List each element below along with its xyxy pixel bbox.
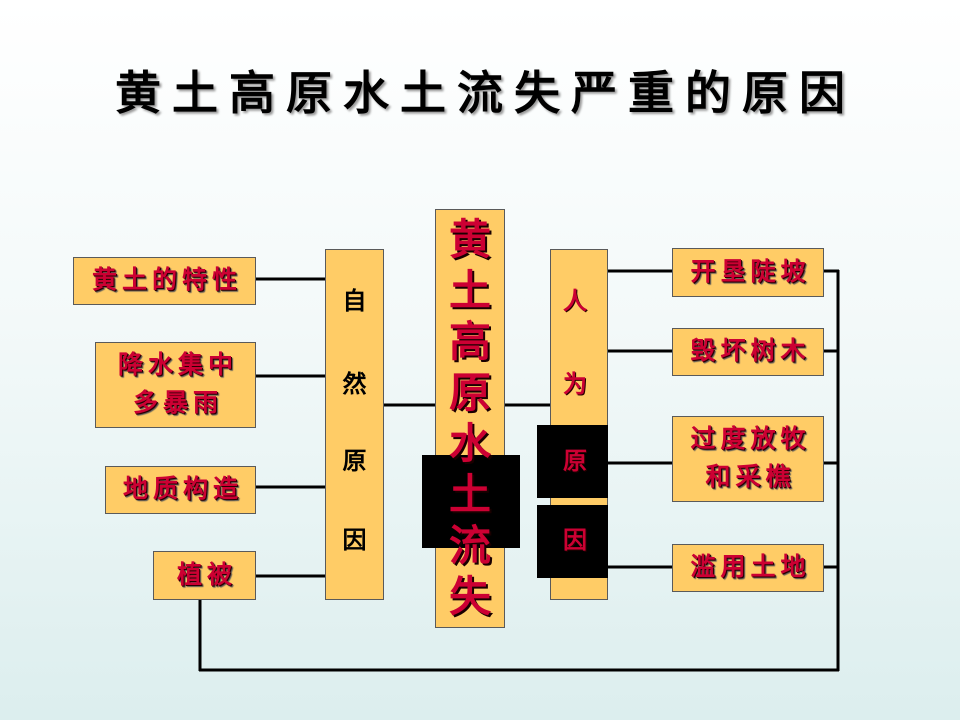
factor-tree-destruction: 毁坏树木: [672, 328, 824, 376]
factor-label: 黄土的特性: [91, 267, 242, 294]
natural-cause-box: [325, 249, 384, 600]
center-topic-box: [435, 209, 505, 628]
factor-label: 滥用土地: [690, 554, 811, 581]
natural-cause-char: 原: [342, 449, 367, 475]
human-cause-highlight-block: [537, 425, 608, 498]
natural-cause-char: 自: [342, 289, 367, 315]
factor-slope-reclamation: 开垦陡坡: [672, 248, 824, 297]
factor-label-line2: 多暴雨: [132, 390, 223, 417]
factor-vegetation: 植被: [153, 551, 256, 600]
human-cause-char: 原: [563, 449, 587, 475]
factor-label-line1: 降水集中: [117, 352, 238, 379]
factor-land-misuse: 滥用土地: [672, 544, 824, 592]
factor-geology: 地质构造: [105, 466, 256, 514]
center-char: 土: [448, 473, 491, 519]
factor-concentrated-rainfall: 降水集中 多暴雨: [95, 342, 256, 428]
slide-title: 黄土高原水土流失严重的原因: [115, 68, 856, 119]
center-char: 高: [448, 320, 491, 366]
center-char: 黄: [448, 218, 491, 264]
center-topic-text: 黄 土 高 原 水 土 流 失: [435, 216, 505, 624]
factor-label: 毁坏树木: [690, 338, 811, 365]
center-char: 土: [448, 269, 491, 315]
natural-cause-char: 然: [342, 372, 367, 398]
center-char: 水: [448, 422, 491, 468]
natural-cause-char: 因: [342, 528, 367, 554]
center-highlight-block: [422, 455, 520, 548]
human-cause-char: 因: [563, 528, 587, 554]
factor-label: 植被: [176, 561, 237, 589]
factor-label-line2: 和采樵: [705, 464, 796, 491]
factor-label-line1: 过度放牧: [690, 426, 811, 453]
factor-label: 开垦陡坡: [690, 258, 811, 286]
center-char: 流: [448, 524, 491, 570]
factor-label: 地质构造: [122, 476, 243, 503]
factor-overgrazing: 过度放牧 和采樵: [672, 416, 824, 502]
center-char: 失: [448, 575, 491, 621]
factor-loess-properties: 黄土的特性: [73, 257, 256, 305]
human-cause-highlight-block: [537, 505, 608, 578]
center-char: 原: [448, 371, 491, 417]
human-cause-char: 为: [563, 372, 587, 398]
human-cause-char: 人: [563, 289, 587, 315]
